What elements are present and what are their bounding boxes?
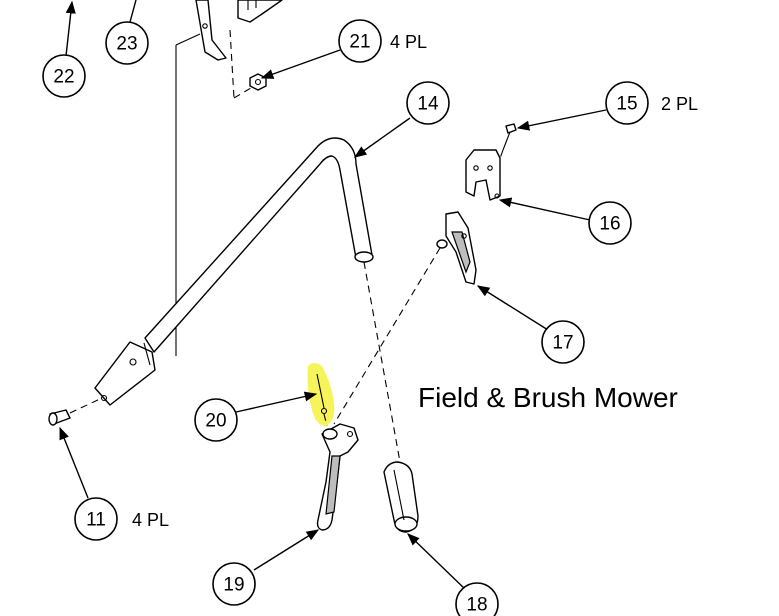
- callout-11-number: 11: [86, 510, 106, 531]
- callout-15: 15 2 PL: [605, 81, 698, 125]
- callout-11-qty: 4 PL: [132, 510, 169, 530]
- leader-17: [476, 285, 549, 331]
- callout-23: 23: [105, 21, 149, 65]
- callout-20: 20: [194, 398, 238, 442]
- callout-22-number: 22: [53, 67, 74, 88]
- leader-11: [59, 426, 89, 499]
- bracket-part-16: [465, 149, 501, 201]
- frame-edge-line-top: [175, 33, 201, 46]
- diagram-title: Field & Brush Mower: [418, 382, 678, 413]
- callout-19: 19: [212, 562, 256, 606]
- callout-18-number: 18: [466, 595, 487, 616]
- alignment-dash-21: [229, 29, 235, 99]
- handle-tube-part-14: [94, 137, 374, 406]
- alignment-dash-18: [363, 261, 401, 463]
- callout-15-qty: 2 PL: [661, 94, 698, 114]
- leader-14: [353, 117, 411, 158]
- leader-19: [253, 529, 320, 571]
- leader-18: [407, 533, 467, 591]
- lever-part-19: [316, 423, 359, 531]
- grip-part-18: [383, 461, 419, 533]
- callout-18: 18: [455, 582, 499, 616]
- alignment-dash-17-19: [333, 247, 441, 425]
- callout-20-number: 20: [205, 411, 226, 432]
- leader-21: [260, 49, 341, 79]
- alignment-dash-11: [69, 397, 103, 414]
- screw-part-15: [502, 123, 517, 151]
- leader-15: [516, 109, 607, 131]
- leader-22: [65, 0, 76, 57]
- leader-23: [129, 0, 137, 23]
- callout-22: 22: [42, 54, 86, 98]
- callout-14: 14: [406, 81, 450, 125]
- callout-19-number: 19: [223, 575, 244, 596]
- alignment-dash-21b: [233, 84, 257, 99]
- lever-part-17: [436, 211, 477, 285]
- callout-15-number: 15: [616, 94, 637, 115]
- cable-part-20: [316, 373, 328, 427]
- frame-bracket-part: [195, 0, 283, 61]
- callout-17: 17: [541, 320, 585, 364]
- callout-21: 21 4 PL: [338, 19, 427, 63]
- callout-21-number: 21: [349, 32, 370, 53]
- bolt-part-11: [48, 409, 71, 426]
- callout-14-number: 14: [417, 94, 439, 115]
- nut-part-21: [249, 73, 267, 91]
- callout-16-number: 16: [599, 214, 620, 235]
- callout-16: 16: [588, 201, 632, 245]
- leader-20: [235, 391, 318, 413]
- callout-21-qty: 4 PL: [390, 32, 427, 52]
- leader-16: [498, 197, 591, 221]
- callout-11: 11 4 PL: [74, 497, 169, 541]
- callout-17-number: 17: [552, 333, 573, 354]
- callout-23-number: 23: [116, 34, 137, 55]
